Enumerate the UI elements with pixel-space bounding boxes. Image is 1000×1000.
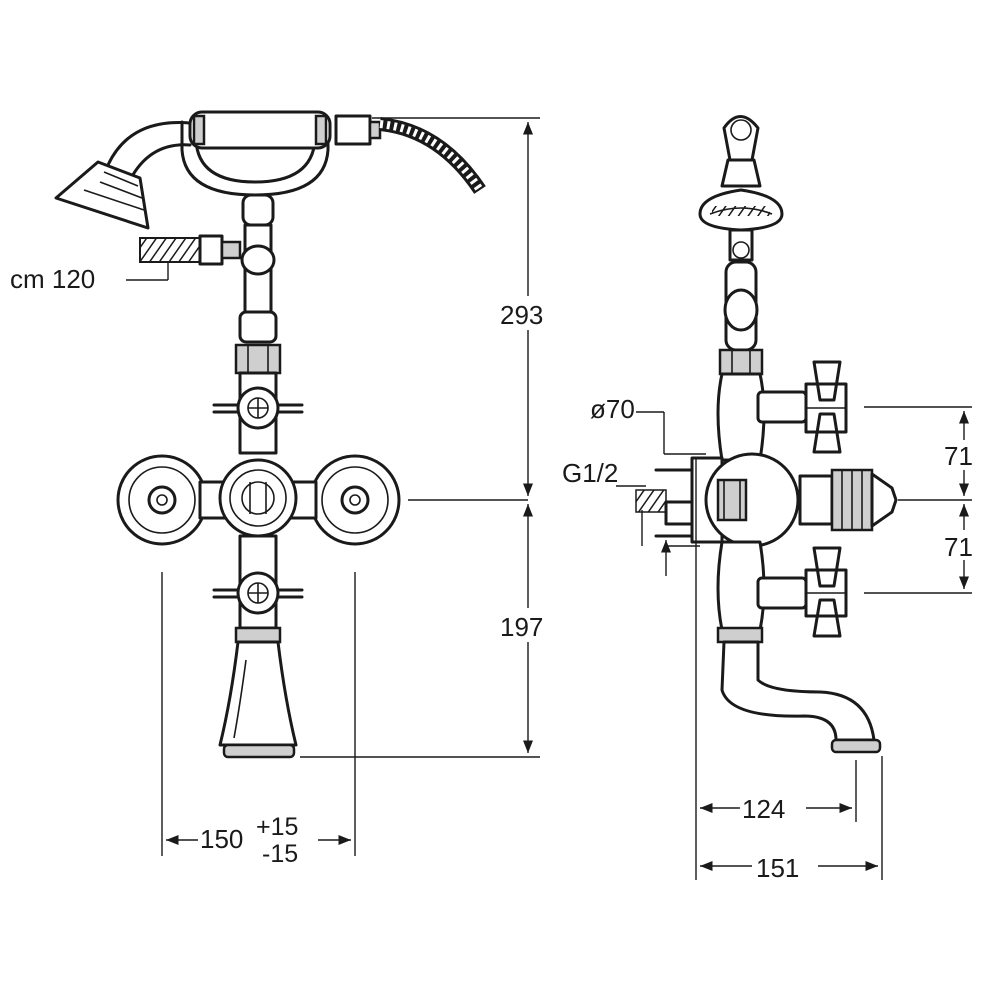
lower-height-label: 197 [500,612,543,642]
side-view [616,115,988,882]
left-wall-flange [116,454,208,546]
hose-connector [334,114,372,146]
side-bath-spout [720,640,882,754]
spacing-dimensions [864,406,988,594]
shower-cradle [180,110,382,197]
total-height-label: 293 [500,300,543,330]
side-riser [716,260,766,462]
bath-spout-front [218,640,298,759]
tolerance-minus-label: -15 [262,840,298,868]
center-distance-label: 150 [200,824,243,854]
tolerance-plus-label: +15 [256,813,298,841]
side-cradle-hook [720,115,762,188]
upper-cross-handle [212,371,304,455]
hose-stub [126,234,242,281]
side-main-body [635,452,898,548]
hand-shower-head [54,121,192,230]
spout-reach-label: 124 [742,794,785,824]
overall-depth-label: 151 [756,853,799,883]
thread-label: G1/2 [562,458,618,488]
diameter-dimension [636,411,706,576]
riser-column [234,193,282,375]
handset-grip [188,110,332,150]
height-dimensions [300,117,558,758]
width-dimension [161,572,356,868]
depth-dimensions [695,458,883,882]
upper-spacing-label: 71 [944,441,973,471]
diameter-label: ø70 [590,394,635,424]
right-wall-flange [309,454,401,546]
lower-spacing-label: 71 [944,532,973,562]
shower-hose [379,117,486,194]
side-lower-handle [716,540,848,644]
side-upper-handle [756,360,848,454]
lower-cross-handle [212,534,304,644]
side-shower-head [698,188,784,262]
hose-length-label: cm 120 [10,264,95,294]
front-view [54,110,558,868]
central-diverter-body [218,458,298,538]
